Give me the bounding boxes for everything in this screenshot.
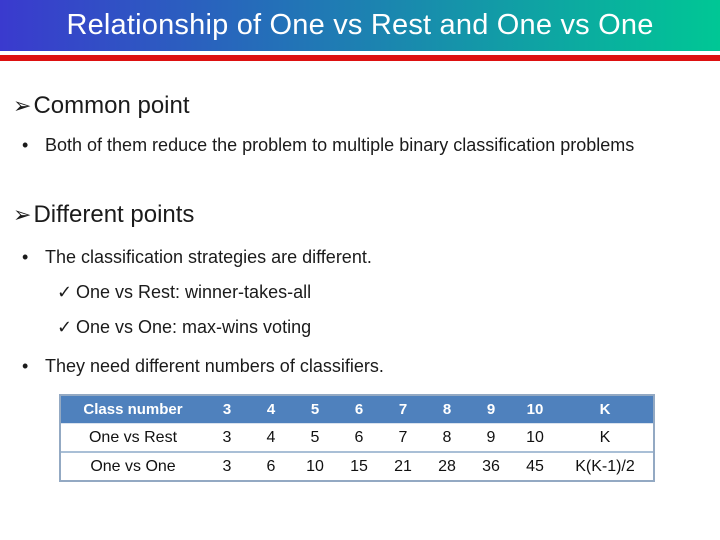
title-bar: Relationship of One vs Rest and One vs O… (0, 0, 720, 51)
table-cell: 36 (469, 451, 513, 480)
table-cell: 6 (337, 423, 381, 452)
bullet-text: They need different numbers of classifie… (45, 356, 384, 376)
table-cell: 4 (249, 423, 293, 452)
bullet-text: The classification strategies are differ… (45, 247, 372, 267)
dot-bullet-icon: • (22, 247, 29, 267)
table-cell: One vs One (61, 451, 205, 480)
arrow-bullet-icon: ➢ (13, 202, 32, 227)
table-header-cell: K (557, 396, 653, 424)
section-heading-label: Different points (33, 201, 195, 228)
table-header-cell: 4 (249, 396, 293, 424)
check-icon: ✓ (57, 282, 73, 302)
check-item-one-vs-one: ✓ One vs One: max-wins voting (57, 312, 311, 342)
dot-bullet-icon: • (22, 356, 29, 376)
dot-bullet-icon: • (22, 135, 29, 155)
table-header-cell: 3 (205, 396, 249, 424)
bullet-text: Both of them reduce the problem to multi… (45, 135, 635, 155)
red-divider-line (0, 55, 720, 61)
table-cell: K(K-1)/2 (557, 451, 653, 480)
table-cell: 10 (293, 451, 337, 480)
bullet-item-strategies: • The classification strategies are diff… (22, 242, 372, 272)
table-header-cell: Class number (61, 396, 205, 424)
bullet-item-classifier-count: • They need different numbers of classif… (22, 351, 384, 381)
check-icon: ✓ (57, 317, 73, 337)
table-cell: 5 (293, 423, 337, 452)
table-cell: 7 (381, 423, 425, 452)
slide-title: Relationship of One vs Rest and One vs O… (66, 9, 654, 41)
table-header-cell: 5 (293, 396, 337, 424)
table-header-cell: 9 (469, 396, 513, 424)
section-heading-different-points: ➢ Different points (13, 199, 194, 231)
table-cell: One vs Rest (61, 423, 205, 452)
table-cell: 45 (513, 451, 557, 480)
table-cell: 3 (205, 451, 249, 480)
arrow-bullet-icon: ➢ (13, 93, 32, 118)
table-cell: 9 (469, 423, 513, 452)
check-item-one-vs-rest: ✓ One vs Rest: winner-takes-all (57, 277, 311, 307)
table-cell: 3 (205, 423, 249, 452)
table-header-cell: 7 (381, 396, 425, 424)
table-cell: 15 (337, 451, 381, 480)
table-cell: K (557, 423, 653, 452)
table-cell: 8 (425, 423, 469, 452)
table-header-cell: 10 (513, 396, 557, 424)
section-heading-label: Common point (33, 92, 190, 119)
check-text: One vs One: max-wins voting (76, 317, 312, 337)
table-cell: 21 (381, 451, 425, 480)
table-cell: 28 (425, 451, 469, 480)
table-cell: 10 (513, 423, 557, 452)
table-cell: 6 (249, 451, 293, 480)
table-header-cell: 8 (425, 396, 469, 424)
section-heading-common-point: ➢ Common point (13, 90, 190, 122)
bullet-item-reduce-problem: • Both of them reduce the problem to mul… (22, 130, 673, 160)
check-text: One vs Rest: winner-takes-all (76, 282, 312, 302)
table-header-cell: 6 (337, 396, 381, 424)
